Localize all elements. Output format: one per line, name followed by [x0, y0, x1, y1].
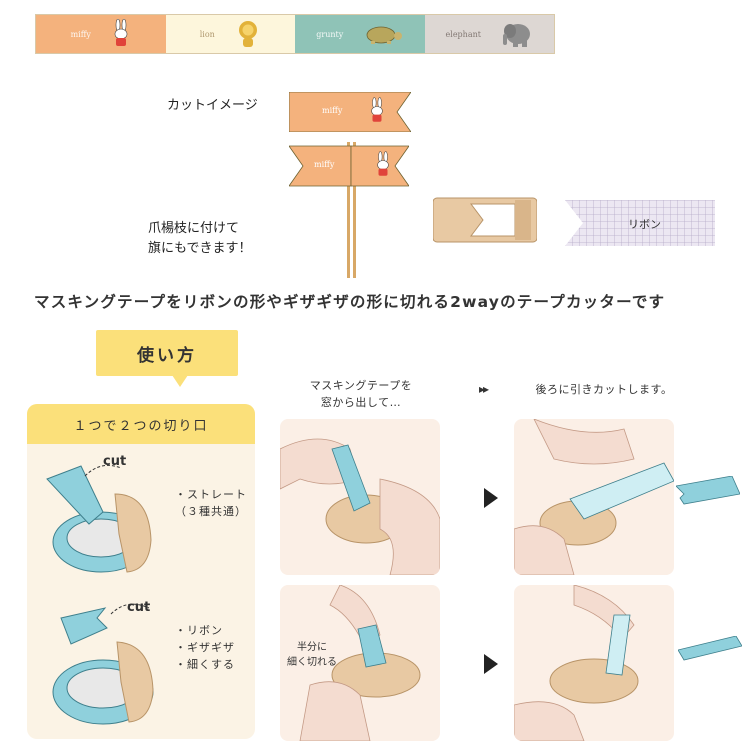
- toothpick-caption-line: 旗にもできます！: [148, 241, 252, 256]
- lion-icon: [238, 21, 257, 47]
- step1-caption-line: 窓から出して…: [320, 396, 402, 409]
- thin-tape-piece: [678, 636, 742, 661]
- toothpick-caption: 爪楊枝に付けて 旗にもできます！: [148, 219, 251, 259]
- miffy-rabbit-icon: [114, 19, 128, 46]
- tape-segment-label: lion: [199, 29, 215, 39]
- ribbon-cut-options: ・リボン ・ギザギザ ・細くする: [175, 622, 235, 673]
- tape-segment-elephant: elephant: [424, 15, 554, 53]
- miffy-rabbit-icon: [371, 97, 383, 122]
- tape-segment-lion: lion: [165, 15, 295, 53]
- option-line: ・ストレート: [175, 488, 247, 501]
- miffy-rabbit-icon: [377, 151, 389, 176]
- hands-cutting-tape-illustration: [514, 419, 674, 575]
- toothpick-caption-line: 爪楊枝に付けて: [148, 221, 240, 236]
- turtle-icon: [366, 26, 403, 44]
- tape-segment-label: miffy: [70, 29, 91, 39]
- flag-cut-example: [289, 92, 411, 132]
- straight-cut-illustration: [46, 464, 152, 573]
- toothpick-flag-example: [289, 142, 409, 278]
- elephant-icon: [502, 24, 530, 47]
- tape-segment-label: elephant: [445, 29, 481, 39]
- step1-caption: マスキングテープを 窓から出して…: [296, 377, 426, 411]
- option-line: ・ギザギザ: [175, 641, 235, 654]
- cut-label-straight: cut: [103, 454, 127, 469]
- cut-tape-piece: [676, 476, 740, 505]
- option-line: ・リボン: [175, 624, 223, 637]
- tape-segment-label: grunty: [316, 29, 344, 39]
- step2-photo: [514, 419, 674, 575]
- straight-cut-options: ・ストレート （３種共通）: [175, 486, 247, 520]
- double-arrow-icon: ▸▸: [479, 382, 489, 396]
- two-cut-panel: １つで２つの切り口 cut ・ストレート （３種共通） cut ・リボン ・ギザ…: [27, 404, 255, 739]
- option-line: ・細くする: [175, 658, 235, 671]
- option-line: （３種共通）: [175, 505, 247, 518]
- hands-pulling-tape-illustration: [280, 438, 440, 575]
- ribbon-cut-example: [565, 200, 715, 246]
- half-cut-caption: 半分に 細く切れる: [287, 640, 337, 670]
- step2-caption: 後ろに引きカットします。: [535, 383, 673, 396]
- cut-label-ribbon: cut: [127, 600, 151, 615]
- flag-label: miffy: [322, 106, 343, 115]
- product-headline: マスキングテープをリボンの形やギザギザの形に切れる2wayのテープカッターです: [34, 293, 666, 311]
- ribbon-cut-illustration: [52, 603, 154, 725]
- step1-photo: [280, 419, 440, 575]
- toothpick-flag-label: miffy: [314, 160, 335, 169]
- hands-half-cut-illustration: [299, 585, 421, 741]
- usage-title-bubble: 使い方: [96, 330, 238, 376]
- half-cut-caption-line: 細く切れる: [287, 657, 337, 668]
- cut-image-label: カットイメージ: [167, 98, 258, 113]
- tape-segment-grunty: grunty: [295, 15, 425, 53]
- hands-thin-cut-illustration: [514, 585, 639, 741]
- step1-caption-line: マスキングテープを: [309, 379, 413, 392]
- next-step-arrow: [484, 488, 498, 508]
- next-step-arrow: [484, 654, 498, 674]
- step4-photo: [514, 585, 674, 741]
- panel-title: １つで２つの切り口: [27, 404, 255, 444]
- tape-pattern-strip: miffy lion grunty elephant: [35, 14, 555, 54]
- step3-photo: [280, 585, 440, 741]
- half-cut-caption-line: 半分に: [297, 642, 327, 653]
- ribbon-label: リボン: [628, 218, 661, 231]
- bubble-tail: [172, 375, 188, 387]
- usage-title: 使い方: [137, 345, 197, 366]
- tape-segment-miffy: miffy: [36, 15, 166, 53]
- tape-cutter-illustration: [433, 197, 537, 243]
